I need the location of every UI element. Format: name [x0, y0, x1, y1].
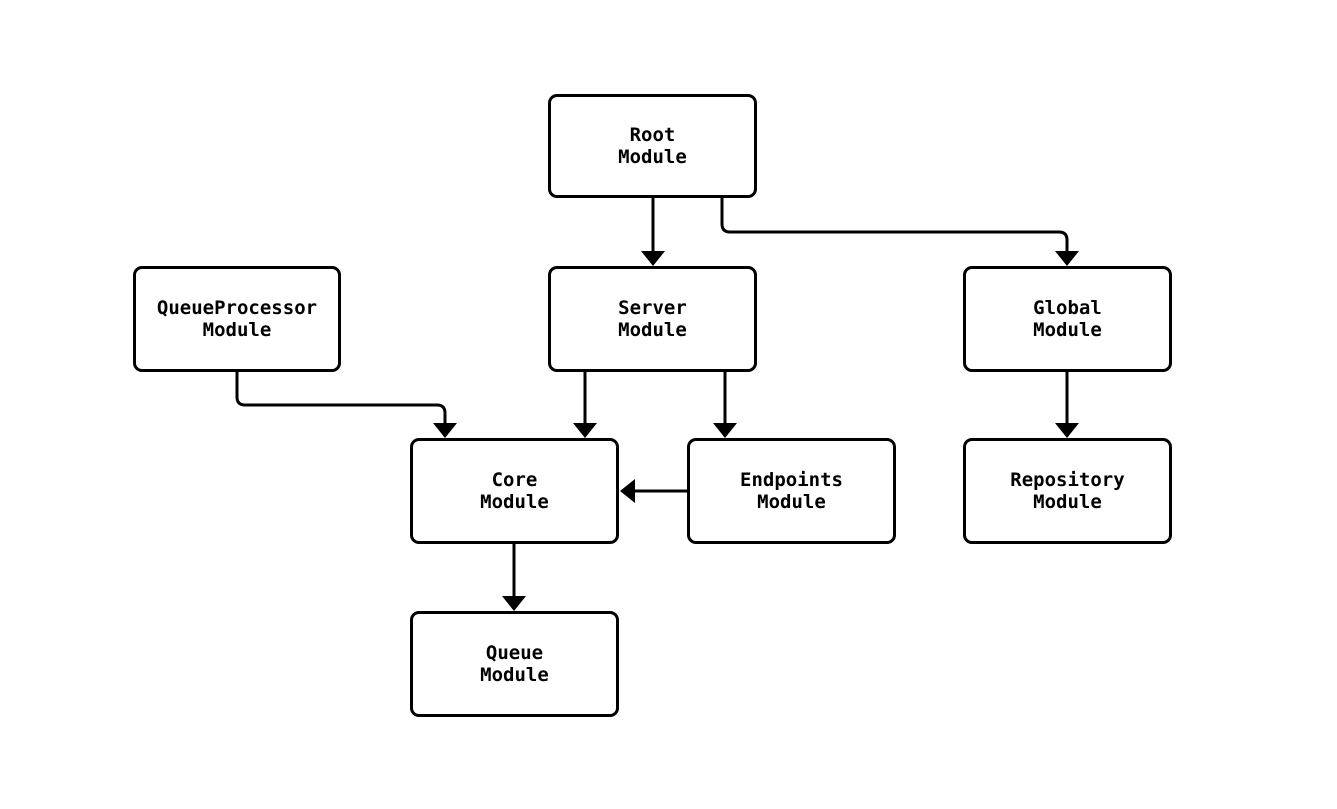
node-label-line: Core — [491, 469, 538, 491]
node-endpoints-module: Endpoints Module — [687, 438, 896, 544]
arrowhead-down — [433, 423, 457, 438]
node-label-line: Module — [1033, 319, 1102, 341]
node-repository-module: Repository Module — [963, 438, 1172, 544]
node-global-module: Global Module — [963, 266, 1172, 372]
node-label-line: Root — [629, 124, 676, 146]
node-label-line: Module — [757, 491, 826, 513]
node-label-line: QueueProcessor — [156, 297, 318, 319]
node-label-line: Endpoints — [740, 469, 843, 491]
arrowhead-down — [573, 423, 597, 438]
node-server-module: Server Module — [548, 266, 757, 372]
node-label-line: Module — [480, 664, 549, 686]
node-label-line: Global — [1033, 297, 1102, 319]
node-label-line: Module — [1033, 491, 1102, 513]
node-root-module: Root Module — [548, 94, 757, 198]
edge-root-to-server — [641, 197, 665, 266]
edge-queueprocessor-to-core — [235, 371, 457, 438]
edge-endpoints-to-core — [620, 479, 687, 503]
node-label-line: Repository — [1010, 469, 1125, 491]
node-label-line: Server — [618, 297, 687, 319]
edge-server-to-endpoints — [713, 371, 737, 438]
node-queueprocessor-module: QueueProcessor Module — [133, 266, 341, 372]
node-label-line: Module — [618, 319, 687, 341]
arrowhead-down — [1055, 423, 1079, 438]
edge-global-to-repository — [1055, 371, 1079, 438]
arrowhead-down — [502, 596, 526, 611]
node-label-line: Queue — [485, 642, 544, 664]
arrowhead-down — [641, 251, 665, 266]
node-label-line: Module — [618, 146, 687, 168]
edge-core-to-queue — [502, 542, 526, 611]
edge-root-to-global — [720, 197, 1079, 266]
node-label-line: Module — [480, 491, 549, 513]
arrowhead-left — [620, 479, 635, 503]
node-queue-module: Queue Module — [410, 611, 619, 717]
arrowhead-down — [1055, 251, 1079, 266]
node-core-module: Core Module — [410, 438, 619, 544]
node-label-line: Module — [202, 319, 272, 341]
edge-server-to-core — [573, 371, 597, 438]
arrowhead-down — [713, 423, 737, 438]
